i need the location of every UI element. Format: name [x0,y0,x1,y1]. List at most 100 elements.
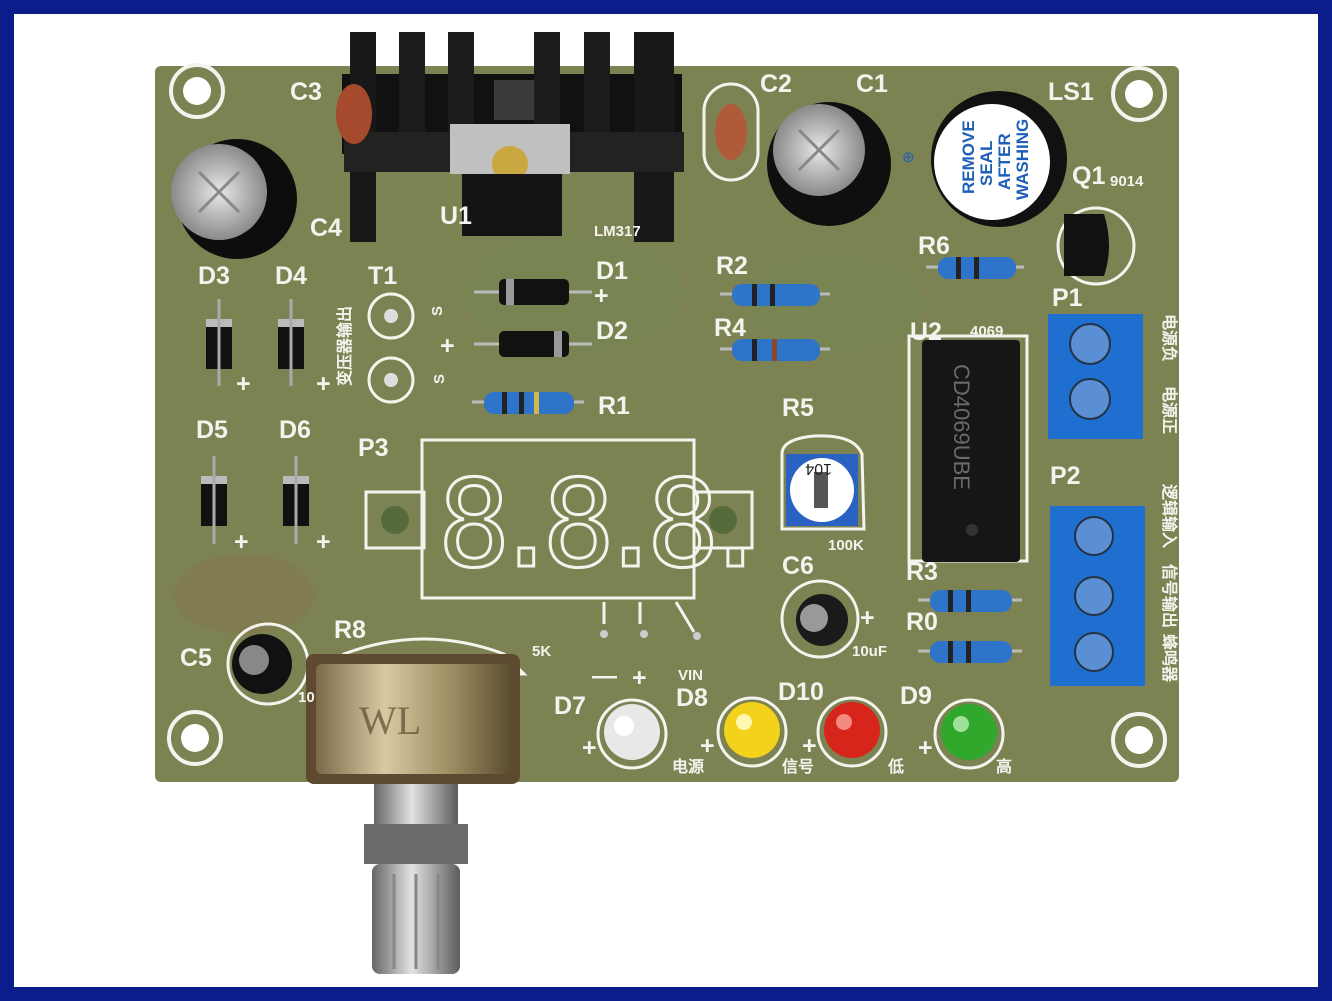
label-s1: S [429,306,446,316]
plus-d8: + [700,732,715,760]
terminal-block-p1 [1048,314,1143,439]
resistor-r6 [926,257,1024,279]
mounting-hole-bl [167,710,223,766]
label-vin: VIN [678,667,703,684]
pcb-board [155,66,1179,782]
label-r8: R8 [334,616,366,644]
label-d5: D5 [196,416,228,444]
label-u2: U2 [910,318,942,346]
label-r2: R2 [716,252,748,280]
terminal-block-p2 [1050,506,1145,686]
label-d1: D1 [596,257,628,285]
led-d9 [933,698,1005,770]
resistor-r1 [472,392,584,414]
label-high: 高 [996,757,1012,776]
diode-d5 [201,456,227,544]
capacitor-c3 [336,84,372,144]
trimpot-r5: 104 [780,434,866,531]
label-d2: D2 [596,317,628,345]
buzzer-plus-icon: ⊕ [902,149,915,166]
label-t1: T1 [368,262,397,290]
label-r1: R1 [598,392,630,420]
label-ls1: LS1 [1048,78,1094,106]
plus-d7: + [582,734,597,762]
resistor-r0 [918,641,1022,663]
label-plus: + [632,664,647,692]
label-minus: — [592,662,617,690]
plus-d6: + [316,528,331,556]
label-low: 低 [887,757,904,776]
capacitor-c6 [780,579,860,659]
display-digits: 8.8.8. [438,456,751,595]
label-d9: D9 [900,682,932,710]
plus-d1: + [594,282,609,310]
label-p1-pin1: 电源负 [1160,314,1179,362]
mounting-hole-tl [169,63,225,119]
label-d3: D3 [198,262,230,290]
label-r5: R5 [782,394,814,422]
label-r8-value: 5K [532,643,551,660]
label-r4: R4 [714,314,746,342]
buzzer-text-3: AFTER [995,133,1014,190]
diode-d6 [283,456,309,544]
label-s2: S [431,374,448,384]
diode-d2 [474,331,592,357]
label-t1-side: 变压器输出 [335,306,354,386]
diode-d1 [474,279,592,305]
label-c5: C5 [180,644,212,672]
capacitor-c5 [226,622,310,706]
label-q1: Q1 [1072,162,1105,190]
pot-marking: WL [359,698,421,743]
mounting-hole-tr [1111,66,1167,122]
buzzer-text-2: SEAL [977,141,996,186]
photo-frame: ⊕ REMOVE SEAL AFTER WASHING CD4069UBE [14,14,1318,987]
label-d7: D7 [554,692,586,720]
label-u2-part: 4069 [970,323,1003,340]
resistor-r2 [720,284,830,306]
buzzer-text-1: REMOVE [959,120,978,194]
buzzer-ls1: ⊕ REMOVE SEAL AFTER WASHING [902,91,1067,227]
label-c5-value: 10 [298,689,315,706]
capacitor-c4 [171,139,297,259]
led-d10 [816,696,888,768]
resistor-r4 [720,339,830,361]
capacitor-c1 [767,102,891,226]
ic-u2: CD4069UBE [907,334,1029,563]
plus-d10: + [802,732,817,760]
plus-t1: + [440,332,455,360]
plus-d3: + [236,370,251,398]
plus-c6: + [860,604,875,632]
trimpot-marking: 104 [805,460,832,477]
resistor-r3 [918,590,1022,612]
label-p2-pin3: 蜂鸣器 [1160,634,1179,683]
label-r6: R6 [918,232,950,260]
label-c3: C3 [290,78,322,106]
label-q1-part: 9014 [1110,173,1144,190]
label-c6: C6 [782,552,814,580]
buzzer-text-4: WASHING [1013,119,1032,200]
mounting-hole-br [1111,712,1167,768]
transistor-q1 [1056,206,1136,286]
label-d4: D4 [275,262,307,290]
label-p1-pin2: 电源正 [1160,386,1179,434]
label-power: 电源 [672,757,704,776]
label-c6-value: 10uF [852,643,887,660]
label-lm317: LM317 [594,223,641,240]
plus-d9: + [918,734,933,762]
label-signal: 信号 [782,757,814,776]
pcb-photo: ⊕ REMOVE SEAL AFTER WASHING CD4069UBE [155,32,1179,974]
label-d6: D6 [279,416,311,444]
label-c2: C2 [760,70,792,98]
transformer-input-pads [367,292,415,404]
label-d10: D10 [778,678,824,706]
label-r5-value: 100K [828,537,864,554]
label-r0: R0 [906,608,938,636]
plus-d5: + [234,528,249,556]
led-d7 [596,698,668,770]
diode-d4 [278,299,304,386]
label-c1: C1 [856,70,888,98]
label-u1: U1 [440,202,472,230]
label-p2-pin1: 逻辑输入 [1160,484,1179,548]
label-p3: P3 [358,434,389,462]
label-p2: P2 [1050,462,1081,490]
